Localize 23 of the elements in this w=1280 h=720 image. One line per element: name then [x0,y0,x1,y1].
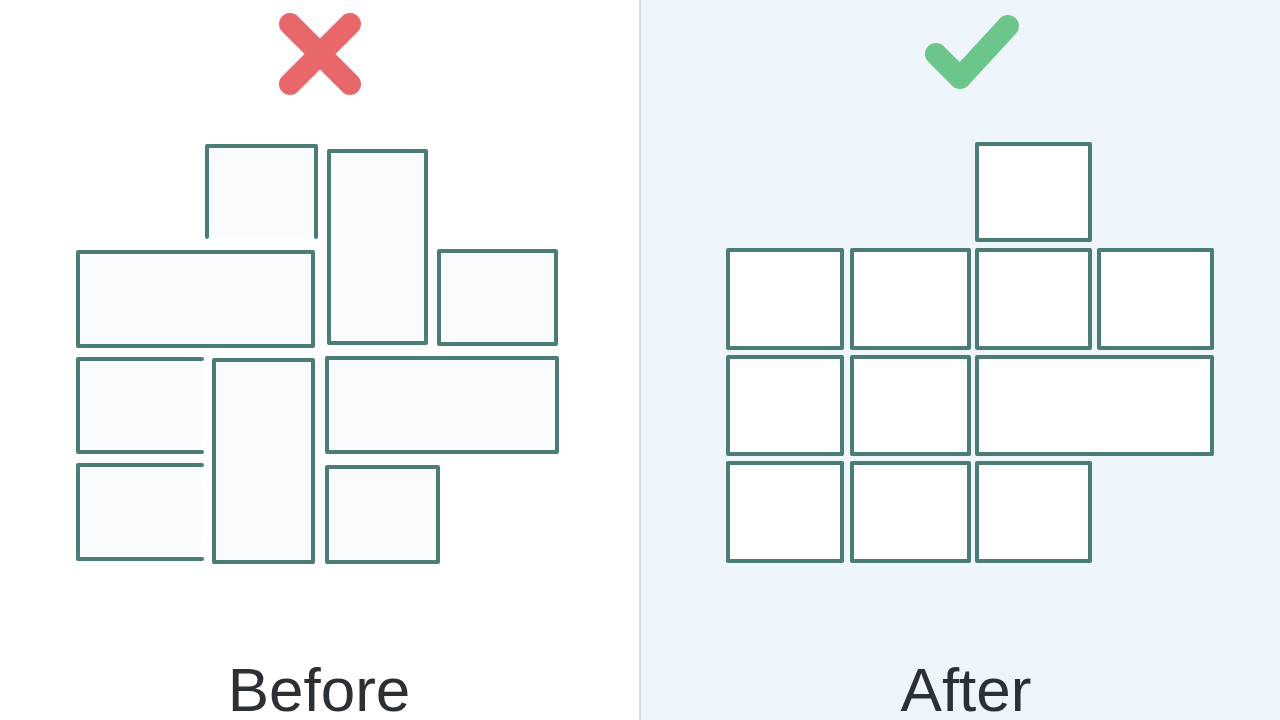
layout-tile [437,249,558,346]
layout-tile [975,248,1092,350]
comparison-panel [639,0,1280,720]
layout-tile [325,356,559,454]
panel-heading: Before [227,662,411,718]
layout-tile [76,250,315,348]
layout-tile [76,357,204,454]
layout-tile [975,355,1214,456]
layout-tile [975,142,1092,242]
layout-tile [726,248,844,350]
layout-tile [726,355,844,456]
layout-tile [726,461,844,563]
layout-tile [212,358,315,564]
layout-tile [850,355,971,456]
layout-tile [325,465,440,564]
layout-tile [850,461,971,563]
panel-heading: After [900,662,1032,718]
layout-tile [205,144,318,239]
layout-tile [975,461,1092,563]
layout-tile [1097,248,1214,350]
layout-tile [327,149,428,345]
layout-tile [850,248,971,350]
layout-tile [76,463,204,561]
